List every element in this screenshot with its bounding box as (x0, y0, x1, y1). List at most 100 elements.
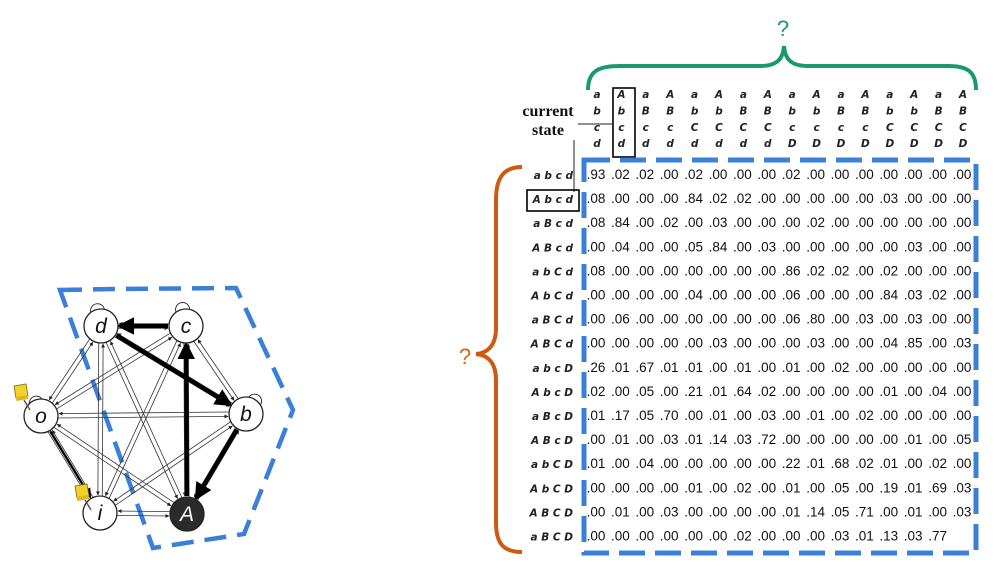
matrix-cell: .08 (587, 263, 606, 278)
matrix-cell: .21 (684, 384, 703, 399)
matrix-cell: .00 (855, 432, 874, 447)
column-header-letter: c (594, 122, 601, 134)
matrix-cell: .03 (660, 504, 679, 519)
matrix-cell: .80 (806, 312, 825, 327)
matrix-cell: .00 (904, 360, 923, 375)
node-label: o (35, 405, 47, 428)
matrix-cell: .05 (831, 480, 850, 495)
row-label: A B C d (530, 339, 574, 351)
matrix-cell: .01 (782, 504, 801, 519)
edge-b-i (113, 421, 231, 502)
matrix-cell: .00 (928, 408, 947, 423)
matrix-cell: .02 (782, 167, 801, 182)
current-state-label-line1: current (522, 103, 574, 120)
current-state-label-line2: state (532, 122, 564, 139)
row-label: a B c d (533, 218, 573, 230)
row-label: A B c D (530, 435, 573, 447)
edge-A-o (56, 423, 175, 504)
edge-c-A (182, 343, 187, 497)
matrix-cell: .06 (782, 312, 801, 327)
matrix-cell: .00 (587, 504, 606, 519)
strong-edge-A-c (177, 341, 195, 497)
node-circle (83, 308, 119, 344)
matrix-cell: .00 (855, 215, 874, 230)
matrix-cell: .01 (904, 504, 923, 519)
column-header-letter: d (666, 138, 674, 150)
matrix-cell: .00 (709, 504, 728, 519)
node-circle (228, 396, 264, 432)
matrix-cell: .00 (660, 239, 679, 254)
matrix-cell: .00 (587, 529, 606, 544)
column-header-letter: C (715, 122, 723, 134)
matrix-cell: .00 (879, 360, 898, 375)
matrix-cell: .00 (806, 529, 825, 544)
column-header-letter: b (691, 105, 699, 117)
column-header-letter: A (958, 89, 967, 101)
matrix-cell: .03 (660, 432, 679, 447)
matrix-cell: .01 (855, 529, 874, 544)
matrix-cell: .00 (611, 384, 630, 399)
matrix-cell: .02 (733, 529, 752, 544)
matrix-cell: .01 (611, 432, 630, 447)
edge-o-A (53, 426, 172, 507)
matrix-cell: .02 (831, 263, 850, 278)
matrix-cell: .05 (635, 384, 654, 399)
matrix-cell: .00 (709, 360, 728, 375)
column-header-letter: b (593, 105, 601, 117)
column-header-letter: c (618, 122, 625, 134)
edge-d-o (48, 338, 91, 401)
matrix-cell: .00 (782, 408, 801, 423)
matrix-cell: .00 (879, 167, 898, 182)
matrix-cell: .00 (953, 167, 972, 182)
matrix-cells: .93.02.02.00.02.00.00.00.02.00.00.00.00.… (587, 167, 972, 544)
row-label: a b c D (532, 363, 573, 375)
row-label: A B C D (528, 507, 573, 519)
matrix-cell: .02 (806, 263, 825, 278)
matrix-cell: .00 (953, 191, 972, 206)
matrix-cell: .04 (928, 384, 947, 399)
matrix-cell: .00 (855, 384, 874, 399)
matrix-cell: .01 (879, 456, 898, 471)
top-curly-brace (586, 45, 978, 91)
column-header-letter: A (860, 89, 869, 101)
matrix-cell: .00 (757, 360, 776, 375)
matrix-cell: .00 (611, 263, 630, 278)
weak-edges (47, 321, 240, 518)
matrix-cell: .05 (684, 239, 703, 254)
matrix-cell: .86 (782, 263, 801, 278)
node-circle (23, 398, 59, 434)
matrix-cell: .00 (587, 288, 606, 303)
matrix-cell: .00 (709, 480, 728, 495)
matrix-cell: .00 (904, 456, 923, 471)
edge-i-b (115, 425, 233, 506)
column-header-letter: D (812, 138, 821, 150)
matrix-cell: .00 (806, 384, 825, 399)
matrix-cell: .03 (879, 191, 898, 206)
matrix-cell: .00 (806, 167, 825, 182)
matrix-cell: .84 (879, 288, 898, 303)
column-header-letter: A (665, 89, 674, 101)
matrix-cell: .00 (660, 288, 679, 303)
matrix-cell: .00 (855, 263, 874, 278)
matrix-cell: .84 (611, 215, 630, 230)
matrix-cell: .03 (904, 529, 923, 544)
column-header-letter: B (666, 105, 674, 117)
matrix-cell: .64 (733, 384, 752, 399)
node-A: A (169, 496, 205, 532)
pushpin-icon (74, 483, 92, 511)
matrix-cell: .02 (928, 288, 947, 303)
matrix-cell: .03 (709, 215, 728, 230)
matrix-cell: .00 (635, 288, 654, 303)
column-header-letter: b (886, 105, 894, 117)
node-label: c (181, 315, 192, 338)
column-header-letter: c (838, 122, 845, 134)
column-header-letter: b (910, 105, 918, 117)
matrix-cell: .00 (879, 312, 898, 327)
matrix-cell: .00 (782, 336, 801, 351)
matrix-cell: .01 (806, 456, 825, 471)
matrix-cell: .03 (904, 288, 923, 303)
matrix-cell: .03 (757, 239, 776, 254)
matrix-cell: .17 (611, 408, 630, 423)
matrix-cell: .68 (831, 456, 850, 471)
